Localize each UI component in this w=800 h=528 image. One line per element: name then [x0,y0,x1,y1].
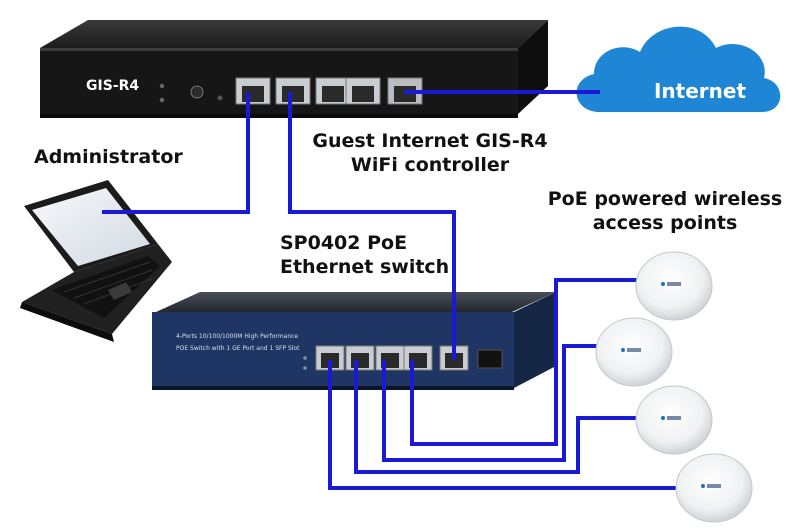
access-point-logo [661,416,681,420]
administrator-label: Administrator [34,146,183,168]
access-point-3 [635,385,713,455]
access-point-logo [661,282,681,286]
switch-caption-line1: SP0402 PoE [280,232,408,254]
cloud-label: Internet [654,79,746,103]
internet-cloud: Internet [576,26,781,112]
switch-panel-text-1: 4-Ports 10/100/1000M High Performance [176,333,298,340]
access-point-4 [675,453,753,523]
access-point-2 [595,317,673,387]
router-device: GIS-R4 [40,20,548,118]
network-cables [102,90,684,490]
access-points-caption-line1: PoE powered wireless [547,188,783,210]
switch-sfp-slot [477,349,503,369]
cable-router-laptop [102,92,250,214]
cable-switch-ap3 [354,360,642,474]
access-points-caption: PoE powered wireless access points [534,188,796,236]
router-caption-line1: Guest Internet GIS-R4 [312,130,548,152]
cable-switch-ap2 [382,344,602,462]
switch-caption-line2: Ethernet switch [280,255,450,278]
switch-panel-text-2: POE Switch with 1 GE Port and 1 SFP Slot [176,345,300,352]
access-points-caption-line2: access points [592,211,738,234]
cable-switch-ap4 [328,360,684,490]
router-ports [235,77,423,105]
switch-leds [303,356,307,370]
laptop-device [20,180,172,342]
router-caption: Guest Internet GIS-R4 WiFi controller [300,130,560,178]
router-power-jack [190,85,223,101]
router-caption-line2: WiFi controller [350,153,510,176]
router-status-leds [159,83,165,103]
access-point-logo [701,484,721,488]
access-point-logo [621,348,641,352]
switch-poe-ports [315,345,433,371]
access-point-1 [635,251,713,321]
cable-router-switch [288,92,456,360]
router-brand: GIS-R4 [86,78,139,94]
cable-switch-ap1 [410,278,642,446]
switch-caption: SP0402 PoE Ethernet switch [280,232,449,280]
